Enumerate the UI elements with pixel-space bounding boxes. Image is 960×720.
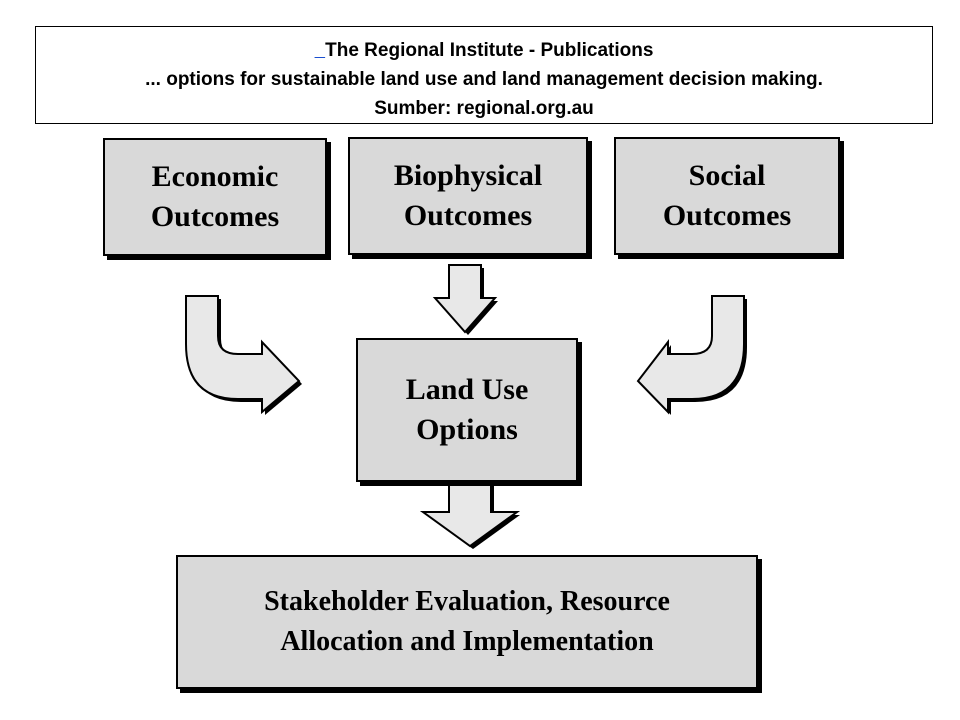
caption-box: The Regional Institute - Publications ..…	[35, 26, 933, 124]
stakeholder-line-1: Stakeholder Evaluation, Resource	[264, 586, 670, 617]
land-use-options-box: Land Use Options	[356, 338, 578, 482]
economic-outcomes-box: Economic Outcomes	[103, 138, 327, 256]
curved-left-arrow-icon	[636, 295, 745, 415]
economic-line-1: Economic	[151, 160, 279, 193]
curved-right-arrow-icon	[185, 295, 301, 415]
social-line-1: Social	[688, 159, 766, 192]
social-outcomes-box: Social Outcomes	[614, 137, 840, 255]
land-use-line-1: Land Use	[405, 373, 529, 406]
biophysical-outcomes-box: Biophysical Outcomes	[348, 137, 588, 255]
caption-line-3: Sumber: regional.org.au	[374, 98, 594, 119]
stakeholder-line-2: Allocation and Implementation	[280, 626, 654, 657]
caption-line-1: The Regional Institute - Publications	[36, 36, 932, 65]
economic-line-2: Outcomes	[150, 200, 280, 233]
caption-line-2: ... options for sustainable land use and…	[145, 69, 823, 90]
biophysical-line-1: Biophysical	[393, 159, 543, 192]
social-line-2: Outcomes	[662, 199, 792, 232]
down-arrow-large-icon	[419, 482, 521, 548]
down-arrow-icon	[432, 264, 498, 334]
biophysical-line-2: Outcomes	[403, 199, 533, 232]
stakeholder-box: Stakeholder Evaluation, Resource Allocat…	[176, 555, 758, 689]
caption-title: The Regional Institute - Publications	[325, 40, 654, 61]
land-use-line-2: Options	[416, 413, 518, 446]
